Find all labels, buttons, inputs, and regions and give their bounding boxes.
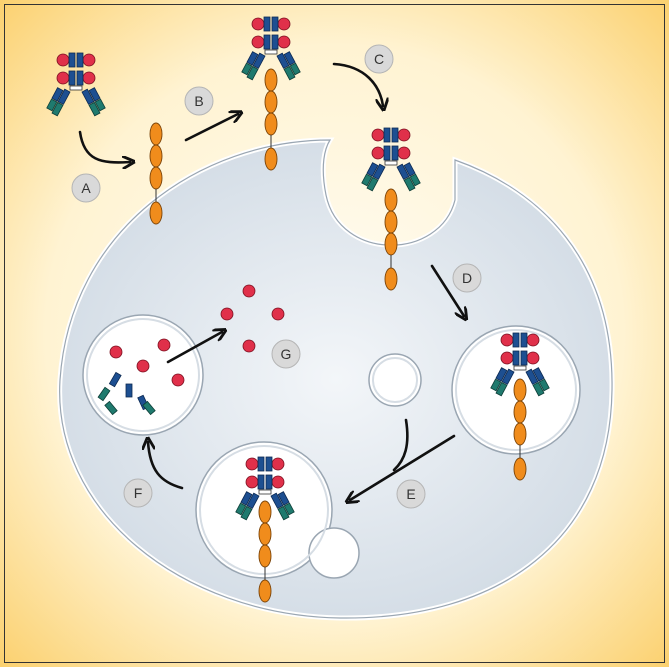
svg-text:A: A xyxy=(81,180,91,196)
recycling-vesicle xyxy=(368,353,422,407)
svg-text:D: D xyxy=(462,270,472,286)
svg-text:B: B xyxy=(194,93,203,109)
lysosome-vesicle xyxy=(82,314,204,436)
svg-text:C: C xyxy=(374,51,384,67)
arrow-g xyxy=(166,332,222,364)
arrow-e xyxy=(350,434,456,500)
bound-receptor-icon xyxy=(264,68,278,171)
step-label-d: D xyxy=(452,263,482,293)
arrow-d xyxy=(430,264,464,316)
endosome-receptor-icon xyxy=(513,378,527,481)
released-payload-icon xyxy=(220,284,285,353)
free-receptor-icon xyxy=(149,122,163,225)
arrow-f xyxy=(148,442,184,490)
step-label-g: G xyxy=(271,339,301,369)
arrow-a xyxy=(78,130,130,162)
svg-text:E: E xyxy=(406,486,415,502)
step-label-c: C xyxy=(364,44,394,74)
degraded-fragments xyxy=(97,338,185,416)
arrow-e-tail xyxy=(392,418,409,472)
vesicle-receptor-icon xyxy=(258,500,272,603)
frame-border xyxy=(4,4,665,663)
arrow-b xyxy=(184,114,238,142)
svg-text:G: G xyxy=(281,346,292,362)
step-label-a: A xyxy=(71,173,101,203)
step-label-e: E xyxy=(396,479,426,509)
internalizing-receptor-icon xyxy=(384,188,398,291)
step-label-b: B xyxy=(184,86,214,116)
svg-text:F: F xyxy=(134,485,143,501)
arrow-c xyxy=(332,62,383,106)
step-label-f: F xyxy=(123,478,153,508)
